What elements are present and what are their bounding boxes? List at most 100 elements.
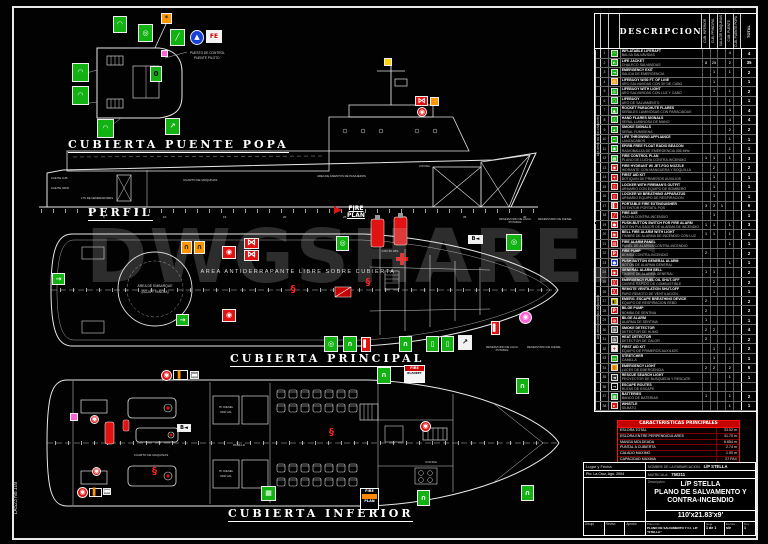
legend-qty-inferior: 1 xyxy=(701,220,710,230)
alarm-panel-icon xyxy=(70,413,78,421)
legend-desc-es: ARO SALVAVIDAS CON LUZ Y CABO xyxy=(621,91,682,96)
legend-qty-maquinas xyxy=(717,211,725,220)
legend-desc-en: HEAT DETECTOR xyxy=(621,335,652,340)
fire-plan-sign-word1: FIRE xyxy=(365,489,374,493)
legend-qty-inferior: 1 xyxy=(701,153,710,163)
legend-desc-es: PANEL DE ALARMA CONTRA-INCENDIO xyxy=(621,243,688,248)
legend-group-cell xyxy=(595,268,601,277)
lifejacket-sign: ∩ xyxy=(516,378,529,394)
fire-damper-icon: ⋈ xyxy=(415,96,428,106)
legend-qty-maquinas xyxy=(717,144,725,153)
fire-plan-word1: FIRE xyxy=(348,205,364,212)
legend-qty-maquinas xyxy=(717,153,725,163)
legend-total-cell: 3 xyxy=(741,220,756,230)
legend-qty-puente: 1 xyxy=(725,239,733,249)
svg-text:AREA DE EMBARQUE: AREA DE EMBARQUE xyxy=(137,284,173,288)
svg-text:TK DIESEL: TK DIESEL xyxy=(219,469,234,473)
legend-qty-principal xyxy=(709,239,718,249)
escala-value: s/e xyxy=(726,526,731,530)
legend-qty-puente xyxy=(725,191,733,201)
muster-seat-icon: ▬ xyxy=(190,370,199,379)
legend-qty-puente xyxy=(725,211,733,220)
legend-desc-es: TIMBRE DE ALARMA GENERAL xyxy=(621,272,674,277)
legend-symbol-icon: → xyxy=(610,68,618,76)
legend-desc-es: SEÑAL FUMIGENA xyxy=(621,129,653,134)
characteristic-label: ESLORA TOTAL xyxy=(620,428,647,432)
legend-symbol-cell: ▦ xyxy=(609,392,621,401)
legend-symbol-icon: + xyxy=(610,173,618,181)
alarm-bell-sign: ◉ xyxy=(161,370,172,381)
legend-qty-puente-popa xyxy=(733,182,741,191)
legend-desc-en: EMERGENCY LIGHT xyxy=(621,363,656,368)
legend-group-cell xyxy=(595,334,601,344)
lifejacket-sign: ∩ xyxy=(343,336,357,352)
legend-symbol-icon: ▲ xyxy=(610,106,618,114)
legend-item-number: 27 xyxy=(601,296,609,306)
legend-qty-principal xyxy=(709,249,718,258)
legend-desc-es: SEÑAL LUMINOSA DE MANO xyxy=(621,119,670,124)
legend-item-number: 28 xyxy=(601,306,609,315)
characteristics-row: ESLORA ENTRE PERPENDICULARES 31.70 m xyxy=(618,433,739,440)
legend-total-cell: 2 xyxy=(741,163,756,172)
fire-station-b-mark: B◄ xyxy=(468,235,483,244)
legend-qty-maquinas xyxy=(717,96,725,106)
legend-qty-puente xyxy=(725,201,733,211)
legend-group-cell xyxy=(595,296,601,306)
legend-qty-inferior xyxy=(701,115,710,125)
signal-flag-icon xyxy=(384,58,392,66)
lifebuoy-sign: ◎ xyxy=(506,234,522,251)
legend-qty-maquinas xyxy=(717,325,725,334)
legend-desc-es: LUCES DE EMERGENCIA xyxy=(621,367,664,372)
legend-qty-inferior xyxy=(701,287,710,296)
svg-text:AREA DE ASIENTOS DE PASAJEROS: AREA DE ASIENTOS DE PASAJEROS xyxy=(317,174,366,178)
legend-desc-en: FIRST AID KIT xyxy=(621,344,646,349)
legend-item-number: 35 xyxy=(601,373,609,382)
legend-qty-puente-popa xyxy=(733,115,741,125)
legend-qty-maquinas xyxy=(717,344,725,353)
legend-group-cell xyxy=(595,201,601,211)
legend-group-cell xyxy=(595,153,601,163)
title-block-left: Lugar y Fecha Pto. La Cruz, Ago. 2004 Di… xyxy=(584,463,646,535)
legend-col-principal: CUB. PRINCIPAL xyxy=(710,18,715,44)
legend-qty-puente-popa xyxy=(733,363,741,373)
legend-qty-principal: 1 xyxy=(709,68,718,77)
legend-qty-maquinas xyxy=(717,306,725,315)
legend-qty-puente-popa xyxy=(733,87,741,96)
legend-desc-es: BOTON DE ALARMA GENERAL xyxy=(621,262,673,267)
legend-symbol-icon: ∩ xyxy=(610,59,618,67)
legend-qty-inferior: 2 xyxy=(701,325,710,334)
svg-text:15: 15 xyxy=(223,215,227,219)
legend-desc-en: LIFE THROWING APPLIANCE xyxy=(621,134,671,139)
fire-blanket-sign: FIRE BLANKET xyxy=(404,365,425,383)
legend-group-cell xyxy=(595,211,601,220)
legend-desc-es: BANCO DE BATERIAS xyxy=(621,396,659,401)
legend-desc-en: SMOKE DETECTOR xyxy=(621,325,655,330)
inferior-title: CUBIERTA INFERIOR xyxy=(228,507,414,522)
legend-item-number: 37 xyxy=(601,392,609,401)
legend-symbol-cell: ◎ xyxy=(609,87,621,96)
legend-qty-inferior: 2 xyxy=(701,296,710,306)
legend-symbol-cell: ▤ xyxy=(609,239,621,249)
legend-qty-maquinas xyxy=(717,363,725,373)
legend-symbol-cell: ▲ xyxy=(609,106,621,115)
legend-qty-puente-popa xyxy=(733,344,741,353)
legend-total-cell: 2 xyxy=(741,249,756,258)
legend-qty-principal xyxy=(709,401,718,411)
legend-desc-es: EXTINTOR PORTATIL PQS xyxy=(621,205,666,210)
legend-qty-maquinas xyxy=(717,315,725,325)
title-block-right: NOMBRE DE LA EMBARCACION: L/P STELLA MAT… xyxy=(646,463,755,535)
legend-symbol-cell: ○ xyxy=(609,96,621,106)
legend-qty-puente-popa xyxy=(733,106,741,115)
legend-qty-puente-popa xyxy=(733,277,741,287)
legend-qty-maquinas xyxy=(717,172,725,182)
